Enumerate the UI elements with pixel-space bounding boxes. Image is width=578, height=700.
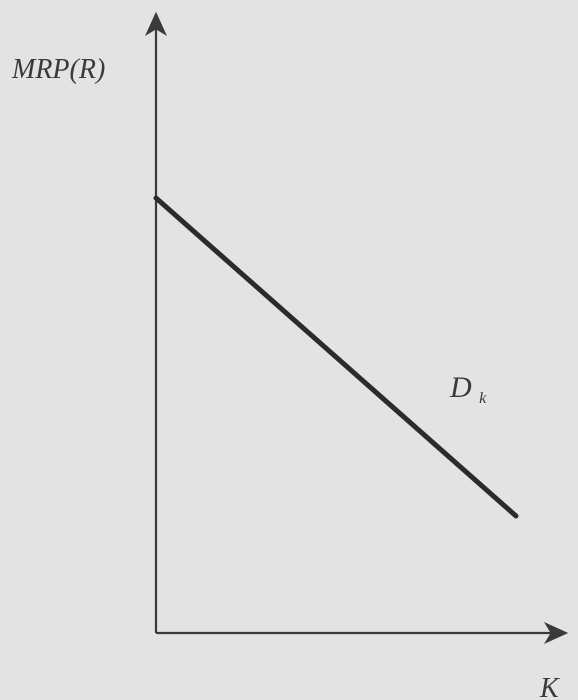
demand-curve-line <box>153 195 519 519</box>
series-label-subscript: k <box>479 390 487 407</box>
series-layer <box>153 195 519 519</box>
series-label-name: D <box>449 371 472 404</box>
x-axis-label: K <box>539 673 560 700</box>
y-axis-label: MRP(R) <box>11 54 105 85</box>
series-label: D k <box>449 371 487 407</box>
